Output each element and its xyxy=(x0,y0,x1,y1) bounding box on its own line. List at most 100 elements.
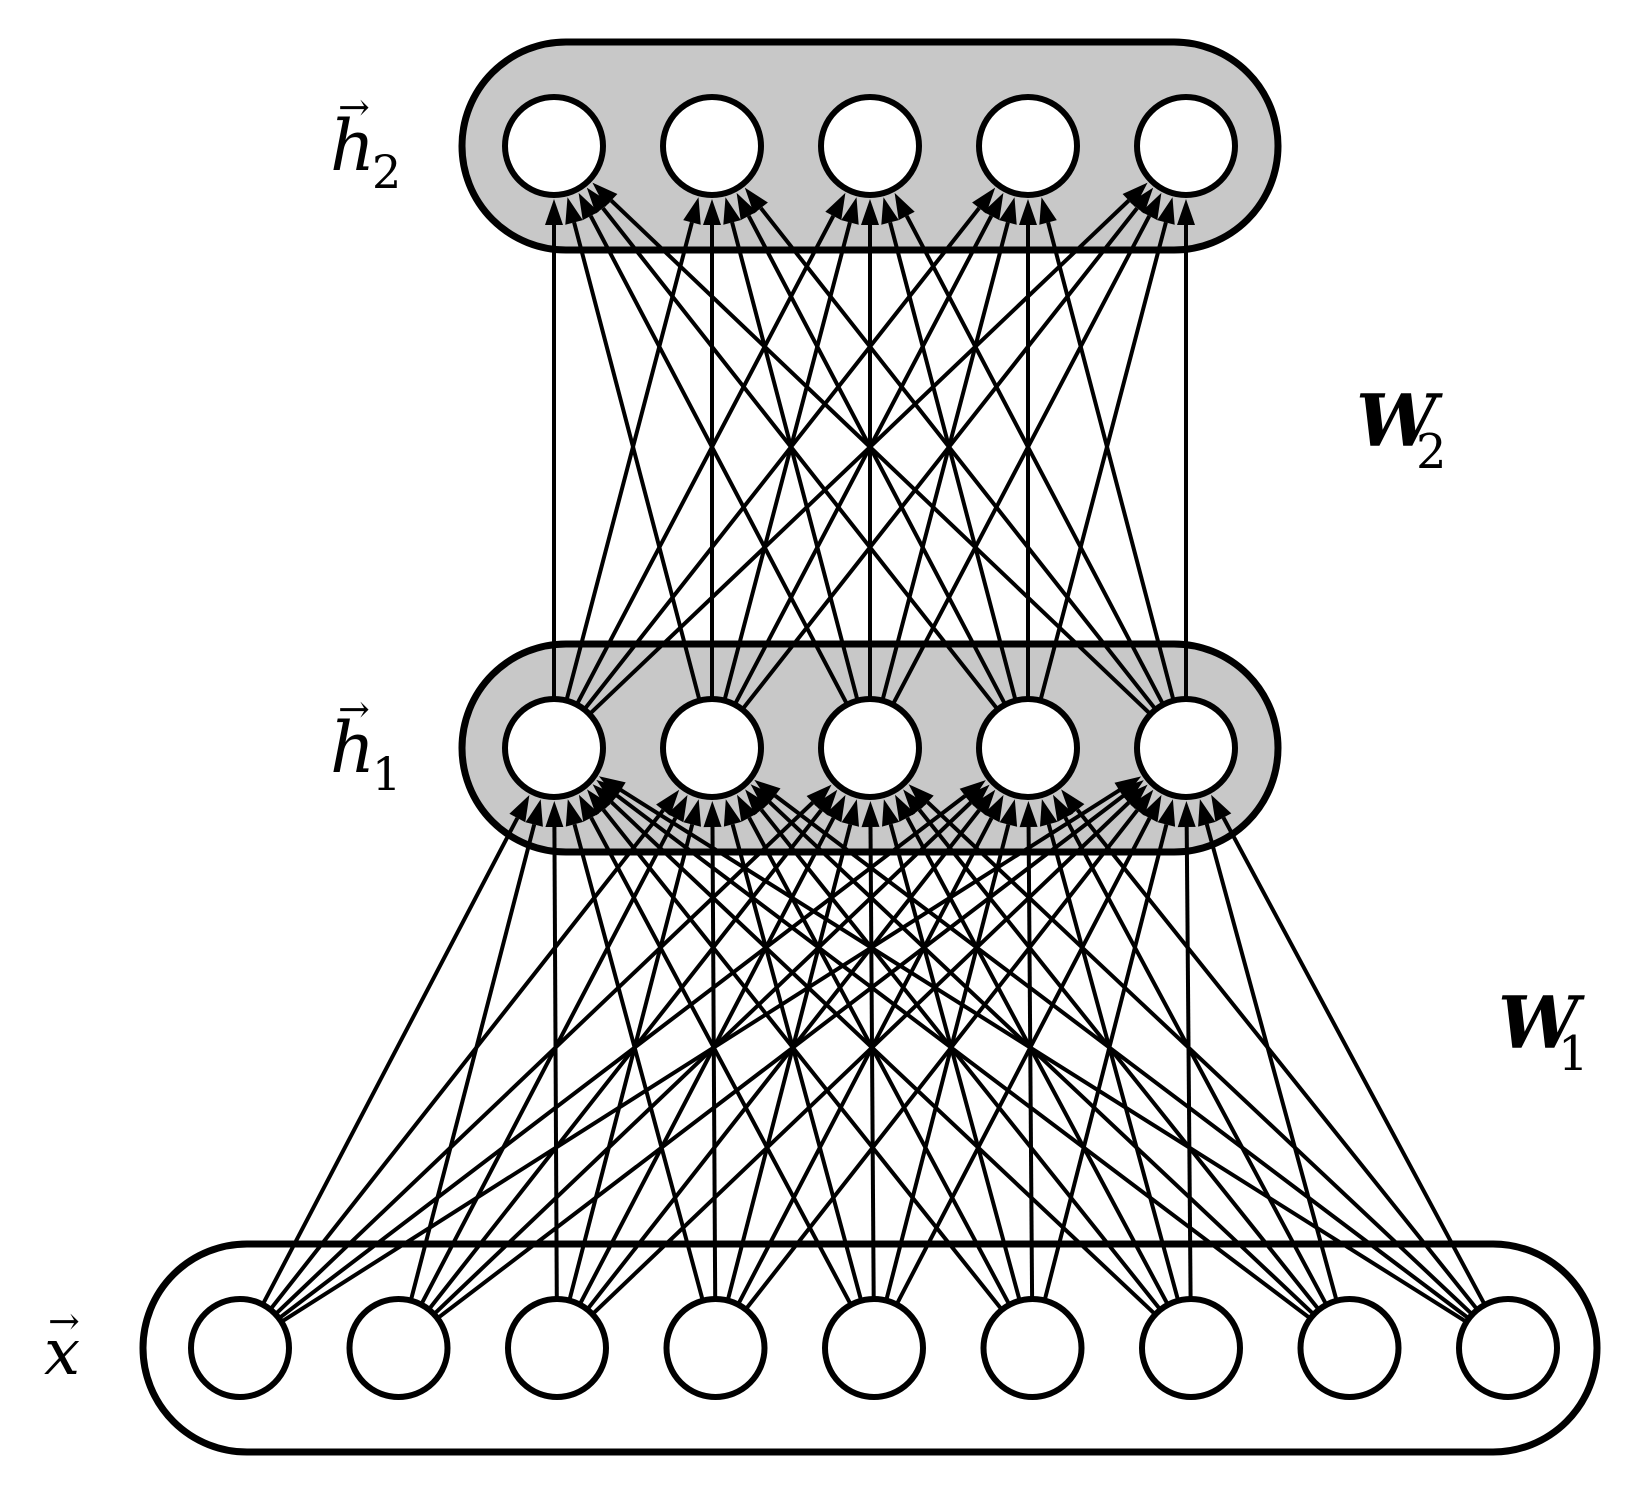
w1-edge-x-8-to-h1-4 xyxy=(1063,816,1329,1306)
neuron-h1-2 xyxy=(660,696,764,800)
w1-arrowhead-x-5-to-h1-1 xyxy=(578,794,600,822)
neuron-h2-5 xyxy=(1134,94,1238,198)
w2-edge-h1-1-to-h2-4 xyxy=(582,206,981,711)
w1-edge-x-4-to-h1-3 xyxy=(725,824,853,1301)
w1-edge-x-3-to-h1-4 xyxy=(585,808,981,1311)
w1-edge-x-8-to-h1-1 xyxy=(615,794,1312,1321)
neuron-x-8 xyxy=(1297,1296,1402,1400)
w1-edge-x-6-to-h1-3 xyxy=(888,823,1022,1302)
w1-edge-x-9-to-h1-5 xyxy=(1221,816,1487,1306)
neuron-x-5 xyxy=(822,1296,926,1400)
w1-edge-x-8-to-h1-2 xyxy=(768,800,1316,1316)
w1-arrowhead-x-3-to-h1-4 xyxy=(972,789,996,816)
w1-arrowhead-x-4-to-h1-1 xyxy=(565,799,584,827)
w1-edge-x-9-to-h1-3 xyxy=(926,800,1474,1316)
neuron-x-4 xyxy=(663,1296,768,1400)
w2-arrowhead-h1-2-to-h2-5 xyxy=(1130,187,1154,214)
label-h2-arrow: → xyxy=(338,85,370,129)
w1-edge-x-2-to-h1-1 xyxy=(408,823,537,1302)
w2-arrowhead-h1-5-to-h2-4 xyxy=(1039,197,1057,225)
w2-arrowhead-h1-2-to-h2-1 xyxy=(565,197,583,225)
w1-arrowhead-x-5-to-h1-3 xyxy=(861,801,880,828)
w1-arrowhead-x-7-to-h1-2 xyxy=(745,789,769,816)
w2-edge-h1-2-to-h2-3 xyxy=(722,221,852,702)
w1-edge-x-4-to-h1-2 xyxy=(710,826,718,1300)
w1-edge-x-1-to-h1-3 xyxy=(274,801,815,1316)
w1-edge-x-5-to-h1-1 xyxy=(589,816,853,1306)
w1-arrowhead-x-4-to-h1-2 xyxy=(703,801,722,828)
w2-arrowhead-h1-5-to-h2-3 xyxy=(894,192,915,221)
w1-edge-x-7-to-h1-3 xyxy=(905,816,1170,1306)
w2-edge-h1-5-to-h2-1 xyxy=(609,199,1152,716)
w1-arrowhead-x-3-to-h1-1 xyxy=(545,801,564,827)
neuron-x-3 xyxy=(505,1296,609,1400)
w2-arrowhead-h1-2-to-h2-4 xyxy=(983,192,1004,221)
w2-edge-h1-4-to-h2-5 xyxy=(1038,221,1168,702)
label-w1-symbol: W xyxy=(1498,980,1585,1065)
w1-connections xyxy=(260,776,1487,1324)
layer-h1-neurons xyxy=(502,696,1238,800)
w1-arrowhead-x-7-to-h1-3 xyxy=(895,794,916,822)
w2-arrowhead-h1-1-to-h2-5 xyxy=(1122,182,1148,207)
w2-arrowhead-h1-1-to-h2-4 xyxy=(972,187,996,214)
w2-arrowhead-h1-5-to-h2-1 xyxy=(592,182,618,207)
w1-edge-x-4-to-h1-1 xyxy=(572,823,705,1302)
w1-edge-x-8-to-h1-5 xyxy=(1204,823,1339,1302)
w1-arrowhead-x-2-to-h1-3 xyxy=(814,789,838,816)
w1-edge-x-9-to-h1-1 xyxy=(619,788,1468,1324)
w2-edge-h1-4-to-h2-1 xyxy=(601,206,1000,711)
neuron-h1-4 xyxy=(976,696,1080,800)
w2-arrowhead-h1-3-to-h2-2 xyxy=(723,197,741,225)
w1-edge-x-5-to-h1-4 xyxy=(884,824,1011,1301)
label-w2-subscript: 2 xyxy=(1416,424,1447,480)
w2-edge-h1-3-to-h2-1 xyxy=(588,214,849,706)
w1-edge-x-2-to-h1-4 xyxy=(432,801,973,1316)
w1-arrowhead-x-3-to-h1-5 xyxy=(1122,784,1148,809)
w2-arrowhead-h1-1-to-h2-3 xyxy=(825,192,846,221)
neuron-h2-3 xyxy=(818,94,922,198)
w1-arrowhead-x-9-to-h1-1 xyxy=(598,776,626,798)
w2-edge-h1-5-to-h2-2 xyxy=(759,206,1158,711)
w2-arrowhead-h1-3-to-h2-5 xyxy=(1141,192,1162,221)
w1-arrowhead-x-7-to-h1-4 xyxy=(1040,799,1058,827)
w1-arrowhead-x-6-to-h1-4 xyxy=(1019,801,1038,828)
neuron-x-6 xyxy=(980,1296,1085,1400)
w1-arrowhead-x-5-to-h1-2 xyxy=(723,799,742,827)
w1-arrowhead-x-9-to-h1-4 xyxy=(1061,789,1085,816)
w2-arrowhead-h1-4-to-h2-5 xyxy=(1157,197,1175,225)
w2-arrowhead-h1-4-to-h2-4 xyxy=(1019,199,1037,225)
w2-arrowhead-h1-4-to-h2-2 xyxy=(736,192,757,221)
neuron-h2-4 xyxy=(976,94,1080,198)
w2-arrowhead-h1-3-to-h2-1 xyxy=(578,192,599,221)
label-w1: W 1 xyxy=(1498,980,1589,1082)
w1-arrowhead-x-1-to-h1-1 xyxy=(509,795,530,823)
w1-arrowhead-x-6-to-h1-2 xyxy=(737,794,758,822)
w1-arrowhead-x-4-to-h1-4 xyxy=(983,795,1004,823)
label-h2-subscript: 2 xyxy=(372,145,401,199)
label-h1-symbol: h xyxy=(330,707,375,789)
w1-arrowhead-x-5-to-h1-5 xyxy=(1141,795,1162,823)
w2-arrowhead-h1-5-to-h2-2 xyxy=(744,187,768,214)
w2-edge-h1-3-to-h2-5 xyxy=(891,214,1152,706)
w1-edge-x-8-to-h1-3 xyxy=(917,808,1321,1311)
w1-edge-x-3-to-h1-1 xyxy=(552,826,559,1300)
w1-arrowhead-x-6-to-h1-1 xyxy=(587,789,611,816)
w1-edge-x-2-to-h1-5 xyxy=(436,794,1125,1320)
w1-arrowhead-x-2-to-h1-5 xyxy=(1117,780,1144,803)
neuron-x-2 xyxy=(346,1296,451,1400)
w1-arrowhead-x-4-to-h1-3 xyxy=(841,799,859,827)
w1-arrowhead-x-3-to-h1-3 xyxy=(825,795,846,823)
w1-edge-x-9-to-h1-4 xyxy=(1075,808,1479,1311)
w1-arrowhead-x-3-to-h1-2 xyxy=(683,799,701,827)
label-w1-subscript: 1 xyxy=(1558,1026,1589,1082)
w2-arrowhead-h1-2-to-h2-2 xyxy=(703,199,721,225)
w1-arrowhead-x-2-to-h1-4 xyxy=(964,784,990,809)
w2-edge-h1-1-to-h2-5 xyxy=(588,199,1131,716)
w1-arrowhead-x-8-to-h1-4 xyxy=(1053,794,1074,822)
w1-edge-x-1-to-h1-1 xyxy=(260,817,520,1306)
w1-arrowhead-x-8-to-h1-2 xyxy=(750,784,776,809)
label-h1: → h 1 xyxy=(330,687,401,801)
w1-arrowhead-x-2-to-h1-1 xyxy=(525,799,543,827)
w1-edge-x-1-to-h1-4 xyxy=(277,794,967,1320)
neuron-h2-2 xyxy=(660,94,764,198)
